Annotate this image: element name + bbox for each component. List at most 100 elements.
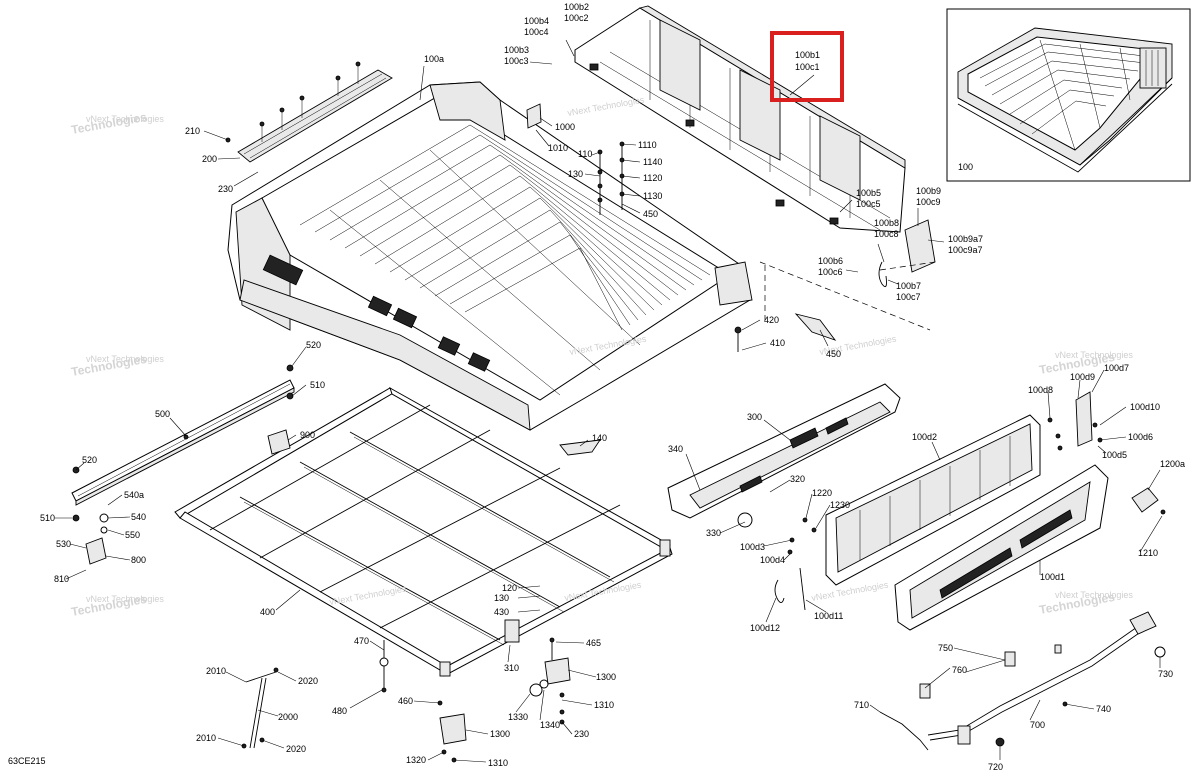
callout-100c3[interactable]: 100c3 [504, 56, 529, 66]
callout-1300[interactable]: 1300 [596, 672, 616, 682]
callout-1120[interactable]: 1120 [643, 173, 662, 183]
callout-100c7[interactable]: 100c7 [896, 292, 921, 302]
callout-1110[interactable]: 1110 [638, 140, 657, 150]
callout-540[interactable]: 540 [131, 512, 146, 522]
callout-100b4[interactable]: 100b4 [524, 16, 549, 26]
callout-100d5[interactable]: 100d5 [1102, 450, 1127, 460]
callout-100d9[interactable]: 100d9 [1070, 372, 1095, 382]
callout-100b9a7[interactable]: 100b9a7 [948, 234, 983, 244]
callout-120[interactable]: 120 [502, 583, 517, 593]
callout-110[interactable]: 110 [578, 149, 592, 159]
callout-430[interactable]: 430 [494, 607, 509, 617]
callout-100d12[interactable]: 100d12 [750, 623, 780, 633]
callout-510[interactable]: 510 [310, 380, 325, 390]
callout-300[interactable]: 300 [747, 412, 762, 422]
callout-100c1[interactable]: 100c1 [795, 62, 820, 72]
callout-100d4[interactable]: 100d4 [760, 555, 785, 565]
callout-810[interactable]: 810 [54, 574, 69, 584]
callout-230[interactable]: 230 [218, 184, 233, 194]
callout-200[interactable]: 200 [202, 154, 217, 164]
callout-1320[interactable]: 1320 [406, 755, 426, 765]
callout-1340[interactable]: 1340 [540, 720, 560, 730]
callout-100b9[interactable]: 100b9 [916, 186, 941, 196]
callout-520-left[interactable]: 520 [82, 455, 97, 465]
callout-710[interactable]: 710 [854, 700, 869, 710]
callout-420[interactable]: 420 [764, 315, 779, 325]
callout-100c5[interactable]: 100c5 [856, 199, 881, 209]
callout-100d1[interactable]: 100d1 [1040, 572, 1065, 582]
callout-1300-lower[interactable]: 1300 [490, 729, 510, 739]
callout-100d11[interactable]: 100d11 [814, 611, 843, 621]
callout-100b5[interactable]: 100b5 [856, 188, 881, 198]
callout-400[interactable]: 400 [260, 607, 275, 617]
callout-100c2[interactable]: 100c2 [564, 13, 589, 23]
callout-310[interactable]: 310 [504, 663, 519, 673]
callout-100b6[interactable]: 100b6 [818, 256, 843, 266]
callout-500[interactable]: 500 [155, 409, 170, 419]
callout-530[interactable]: 530 [56, 539, 71, 549]
callout-520[interactable]: 520 [306, 340, 321, 350]
callout-100[interactable]: 100 [958, 162, 973, 172]
callout-480[interactable]: 480 [332, 706, 347, 716]
callout-740[interactable]: 740 [1096, 704, 1111, 714]
callout-550[interactable]: 550 [125, 530, 140, 540]
callout-760[interactable]: 760 [952, 665, 967, 675]
callout-100b8[interactable]: 100b8 [874, 218, 899, 228]
callout-1330[interactable]: 1330 [508, 712, 528, 722]
callout-460[interactable]: 460 [398, 696, 413, 706]
callout-210[interactable]: 210 [185, 126, 200, 136]
callout-470[interactable]: 470 [354, 636, 369, 646]
callout-800[interactable]: 800 [131, 555, 146, 565]
callout-100a[interactable]: 100a [424, 54, 444, 64]
callout-1200a[interactable]: 1200a [1160, 459, 1185, 469]
callout-410[interactable]: 410 [770, 338, 785, 348]
callout-330[interactable]: 330 [706, 528, 721, 538]
callout-100d8[interactable]: 100d8 [1028, 385, 1053, 395]
callout-510-left[interactable]: 510 [40, 513, 55, 523]
callout-100d10[interactable]: 100d10 [1130, 402, 1160, 412]
callout-730[interactable]: 730 [1158, 669, 1173, 679]
callout-230-lower[interactable]: 230 [574, 729, 589, 739]
callout-450[interactable]: 450 [643, 209, 658, 219]
callout-100b1[interactable]: 100b1 [795, 50, 820, 60]
callout-100d7[interactable]: 100d7 [1104, 363, 1129, 373]
callout-130-lower[interactable]: 130 [494, 593, 509, 603]
latch-cable-700 [879, 611, 1166, 751]
callout-1310-lower[interactable]: 1310 [488, 758, 508, 768]
callout-1000[interactable]: 1000 [555, 122, 575, 132]
callout-2010-lower[interactable]: 2010 [196, 733, 216, 743]
callout-1230[interactable]: 1230 [830, 500, 850, 510]
callout-1210[interactable]: 1210 [1138, 548, 1158, 558]
callout-140[interactable]: 140 [592, 433, 607, 443]
callout-100c9a7[interactable]: 100c9a7 [948, 245, 983, 255]
callout-2020-lower[interactable]: 2020 [286, 744, 306, 754]
callout-750[interactable]: 750 [938, 643, 953, 653]
callout-900[interactable]: 900 [300, 430, 315, 440]
callout-100d6[interactable]: 100d6 [1128, 432, 1153, 442]
callout-100d3[interactable]: 100d3 [740, 542, 765, 552]
callout-1220[interactable]: 1220 [812, 488, 832, 498]
callout-100c4[interactable]: 100c4 [524, 27, 549, 37]
callout-1310[interactable]: 1310 [594, 700, 614, 710]
callout-2010[interactable]: 2010 [206, 666, 226, 676]
callout-1010[interactable]: 1010 [548, 143, 568, 153]
callout-720[interactable]: 720 [988, 762, 1003, 772]
callout-2020[interactable]: 2020 [298, 676, 318, 686]
callout-130[interactable]: 130 [568, 169, 583, 179]
callout-700[interactable]: 700 [1030, 720, 1045, 730]
callout-100d2[interactable]: 100d2 [912, 432, 937, 442]
callout-2000[interactable]: 2000 [278, 712, 298, 722]
callout-1140[interactable]: 1140 [643, 157, 662, 167]
callout-100b2[interactable]: 100b2 [564, 2, 589, 12]
callout-465[interactable]: 465 [586, 638, 601, 648]
callout-540a[interactable]: 540a [124, 490, 144, 500]
callout-100b3[interactable]: 100b3 [504, 45, 529, 55]
callout-340[interactable]: 340 [668, 444, 683, 454]
callout-100c9[interactable]: 100c9 [916, 197, 941, 207]
callout-100b7[interactable]: 100b7 [896, 281, 921, 291]
callout-1130[interactable]: 1130 [643, 191, 662, 201]
callout-450-lower[interactable]: 450 [826, 349, 841, 359]
callout-100c8[interactable]: 100c8 [874, 229, 899, 239]
callout-320[interactable]: 320 [790, 474, 805, 484]
callout-100c6[interactable]: 100c6 [818, 267, 843, 277]
